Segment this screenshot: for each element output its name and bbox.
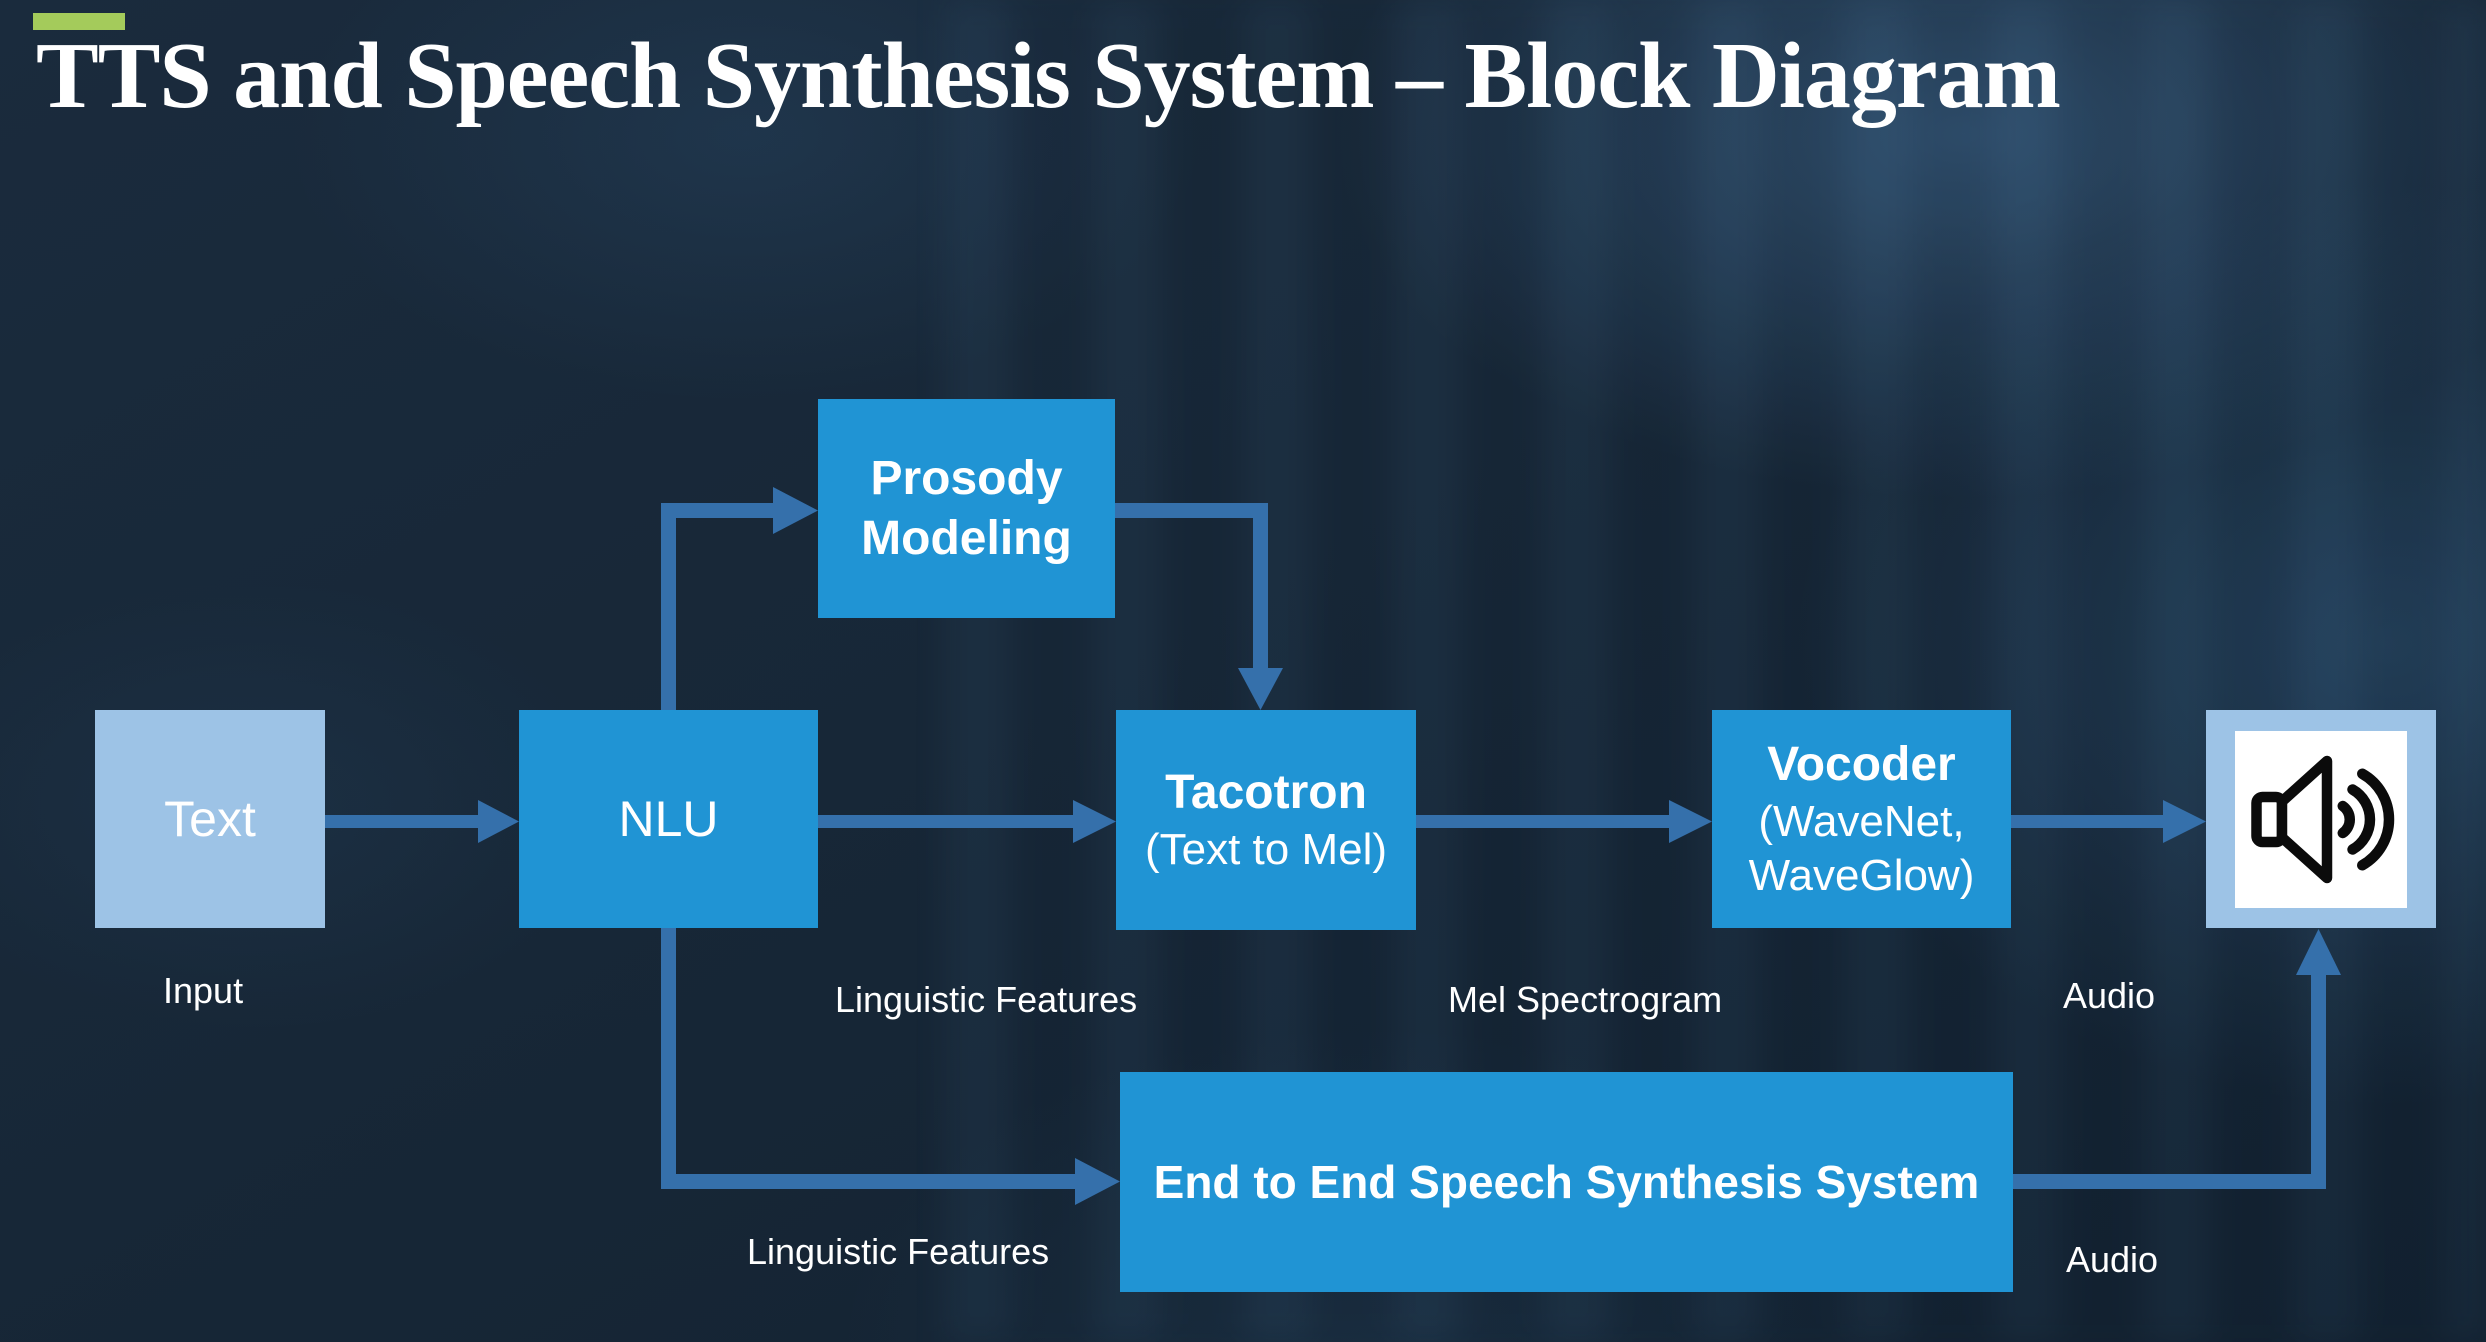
- block-text-input: Text: [95, 710, 325, 928]
- label-input: Input: [163, 970, 244, 1011]
- connector-vocoder-to-speaker: [2011, 800, 2206, 843]
- block-vocoder: Vocoder (WaveNet, WaveGlow): [1712, 710, 2011, 928]
- block-prosody-modeling: Prosody Modeling: [818, 399, 1115, 618]
- speaker-icon-panel: [2235, 730, 2407, 908]
- slide-title: TTS and Speech Synthesis System – Block …: [36, 24, 2061, 128]
- block-audio-output: [2206, 710, 2436, 928]
- label-audio-bottom: Audio: [2066, 1239, 2159, 1280]
- block-nlu-label: NLU: [618, 791, 719, 847]
- connector-nlu-to-tacotron: [818, 800, 1116, 843]
- connector-tacotron-to-vocoder: [1416, 800, 1712, 843]
- label-mel-spectrogram: Mel Spectrogram: [1448, 979, 1723, 1020]
- speaker-audio-icon: [2251, 755, 2395, 883]
- connector-nlu-to-prosody: [661, 487, 818, 712]
- block-vocoder-title: Vocoder: [1767, 738, 1956, 792]
- block-e2e-label: End to End Speech Synthesis System: [1153, 1156, 1980, 1208]
- block-tacotron-subtitle: (Text to Mel): [1144, 825, 1388, 875]
- block-vocoder-subtitle-line1: (WaveNet,: [1758, 797, 1965, 847]
- label-linguistic-features-bottom: Linguistic Features: [747, 1231, 1050, 1272]
- block-text-label: Text: [164, 791, 256, 847]
- connector-nlu-to-e2e: [661, 928, 1120, 1205]
- connector-e2e-to-speaker: [2013, 929, 2341, 1189]
- block-tacotron-title: Tacotron: [1165, 766, 1367, 820]
- block-vocoder-subtitle-line2: WaveGlow): [1748, 851, 1975, 900]
- connector-prosody-to-tacotron: [1115, 503, 1283, 710]
- block-prosody-line1: Prosody: [870, 451, 1063, 505]
- block-tacotron: Tacotron (Text to Mel): [1116, 710, 1416, 930]
- label-audio-top: Audio: [2063, 975, 2156, 1016]
- accent-bar: [33, 13, 125, 30]
- connector-text-to-nlu: [325, 800, 519, 843]
- block-nlu: NLU: [519, 710, 818, 928]
- label-linguistic-features-top: Linguistic Features: [835, 979, 1138, 1020]
- block-end-to-end-system: End to End Speech Synthesis System: [1120, 1072, 2013, 1292]
- block-prosody-line2: Modeling: [861, 511, 1072, 565]
